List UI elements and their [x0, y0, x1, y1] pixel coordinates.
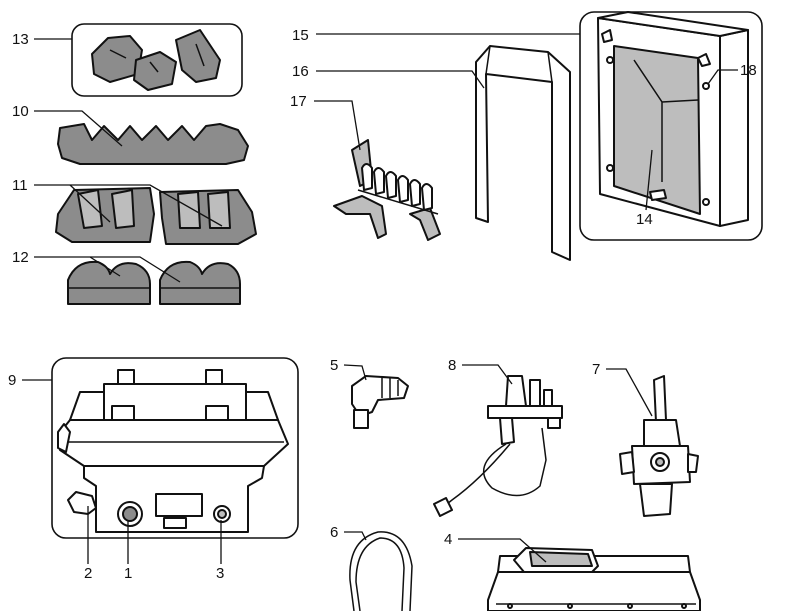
part-9-burner-assembly [51, 357, 299, 539]
label-7-text: 7 [592, 361, 600, 378]
label-9: 9 [8, 372, 52, 389]
label-15: 15 [292, 27, 580, 44]
label-8: 8 [448, 357, 513, 385]
part-5-elbow-fitting [351, 375, 409, 429]
label-9-text: 9 [8, 372, 16, 389]
label-11-text: 11 [12, 177, 28, 194]
label-4: 4 [444, 531, 547, 563]
label-2-text: 2 [84, 565, 92, 582]
label-3: 3 [216, 520, 224, 582]
label-2: 2 [84, 506, 92, 582]
label-6: 6 [330, 524, 367, 541]
label-16-text: 16 [292, 63, 309, 80]
part-7-gas-valve [619, 375, 699, 517]
label-13-text: 13 [12, 31, 29, 48]
label-5: 5 [330, 357, 367, 381]
part-6-pilot-tube [349, 531, 413, 611]
part-8-pilot-assembly [433, 375, 563, 517]
label-4-text: 4 [444, 531, 452, 548]
label-10-text: 10 [12, 103, 29, 120]
part-17-grate [333, 139, 441, 241]
label-13: 13 [12, 31, 72, 48]
label-11: 11 [12, 177, 223, 227]
label-18-text: 18 [740, 62, 757, 79]
label-16: 16 [292, 63, 485, 89]
label-5-text: 5 [330, 357, 338, 374]
part-4-burner-tray [487, 547, 701, 611]
label-17: 17 [290, 93, 361, 151]
label-3-text: 3 [216, 565, 224, 582]
label-8-text: 8 [448, 357, 456, 374]
label-6-text: 6 [330, 524, 338, 541]
label-14: 14 [636, 149, 653, 228]
part-12-log-supports [67, 260, 241, 305]
part-15-firebox [579, 11, 763, 241]
label-7: 7 [592, 361, 653, 417]
label-1-text: 1 [124, 565, 132, 582]
label-15-text: 15 [292, 27, 309, 44]
label-18: 18 [707, 62, 757, 85]
part-10-rear-log [57, 123, 249, 165]
part-11-front-logs [55, 187, 257, 245]
label-14-text: 14 [636, 211, 653, 228]
part-16-trim-frame [475, 45, 571, 261]
label-12-text: 12 [12, 249, 29, 266]
label-12: 12 [12, 249, 181, 283]
part-13-rocks [71, 23, 243, 97]
label-10: 10 [12, 103, 123, 147]
label-17-text: 17 [290, 93, 307, 110]
label-1: 1 [124, 520, 132, 582]
